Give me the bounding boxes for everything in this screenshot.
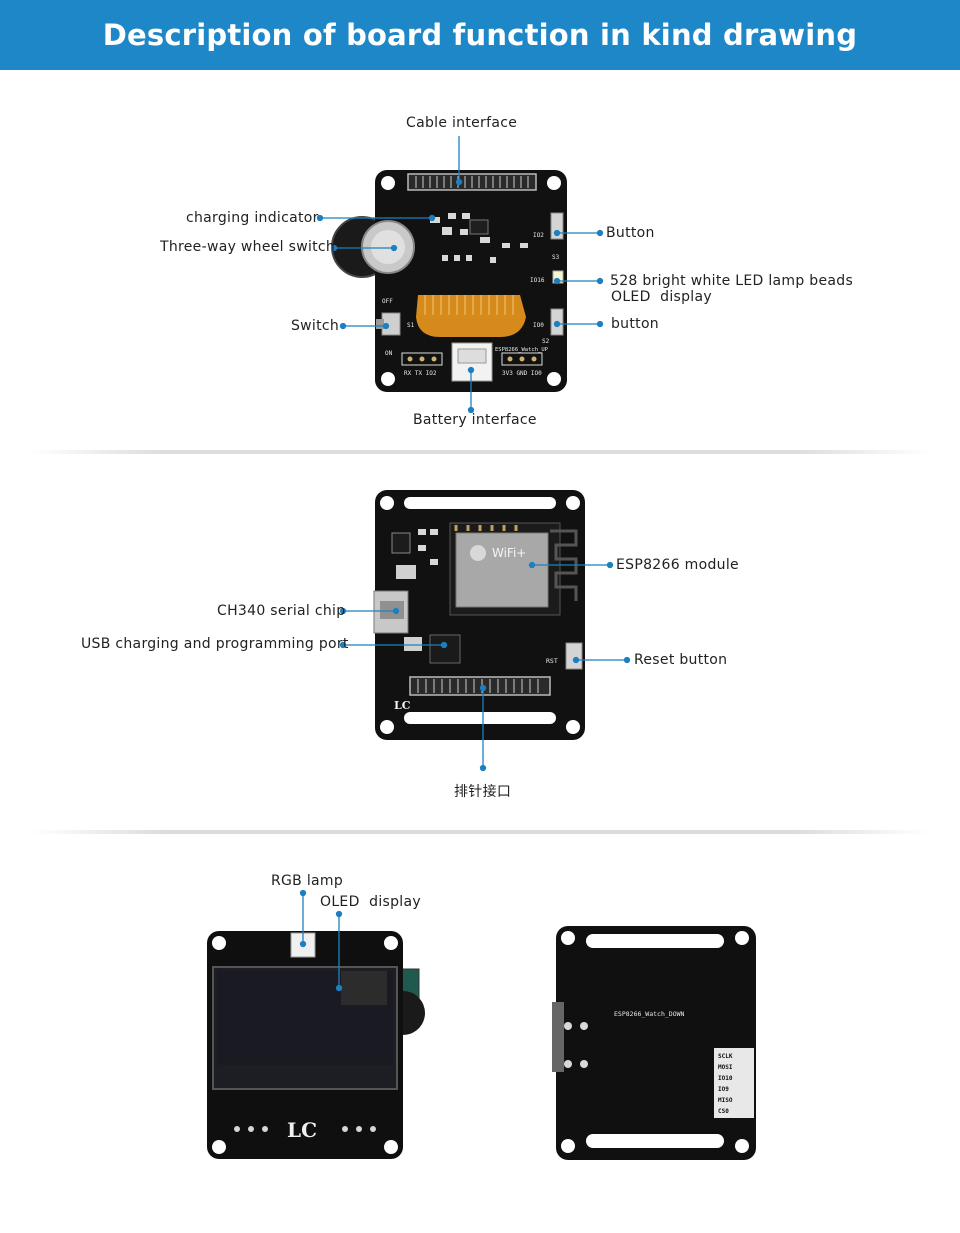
label-usb-port: USB charging and programming port [81, 636, 349, 652]
section-divider-1 [30, 450, 930, 454]
silk-board-name: ESP8266_Watch_UP [495, 347, 549, 353]
silk-down-board-name: ESP8266_Watch_DOWN [614, 1010, 685, 1018]
label-pin-header: 排针接口 [454, 784, 512, 800]
label-rgb-lamp: RGB lamp [271, 873, 344, 889]
silk-s2: S2 [542, 338, 550, 345]
silk-s1: S1 [407, 322, 415, 329]
silk-on: ON [385, 350, 393, 357]
watch-logo-lc: LC [287, 1118, 317, 1142]
label-reset-button: Reset button [634, 652, 728, 668]
label-led-lamp-beads: 528 bright white LED lamp beads [610, 273, 854, 289]
label-cable-interface: Cable interface [406, 115, 518, 131]
label-charging-indicator: charging indicator [186, 210, 319, 226]
silk-io0: IO0 [533, 322, 544, 329]
label-button-upper: Button [606, 225, 655, 241]
silk-s3: S3 [552, 254, 560, 261]
label-oled-display-bottom: OLED display [320, 894, 421, 910]
up-board-image: IO2 S3 IO16 IO0 S2 OFF ON S1 ESP8266_Wat… [331, 170, 567, 392]
silk-io16: IO16 [530, 277, 545, 284]
silk-pin-io10: IO10 [718, 1075, 733, 1082]
down-board-image: WiFi+ RST LC [373, 490, 585, 740]
label-esp8266-module: ESP8266 module [616, 557, 739, 573]
label-oled-display-top: OLED display [611, 289, 712, 305]
silk-rst: RST [546, 657, 558, 665]
silk-p2-pins: RX TX IO2 [404, 370, 437, 377]
silk-pin-cs0: CS0 [718, 1108, 729, 1115]
silk-wifi: WiFi+ [492, 546, 526, 560]
section-divider-2 [30, 830, 930, 834]
silk-logo-lc: LC [394, 699, 411, 712]
silk-pin-io9: IO9 [718, 1086, 729, 1093]
header-banner: Description of board function in kind dr… [0, 0, 960, 70]
label-switch: Switch [291, 318, 340, 334]
label-ch340-chip: CH340 serial chip [217, 603, 346, 619]
watch-back-image: ESP8266_Watch_DOWN SCLK MOSI IO10 IO9 MI… [552, 926, 756, 1160]
label-battery-interface: Battery interface [413, 412, 537, 428]
page-title: Description of board function in kind dr… [102, 18, 858, 52]
silk-pin-sclk: SCLK [718, 1053, 733, 1060]
silk-io2: IO2 [533, 232, 544, 239]
label-three-way-wheel-switch: Three-way wheel switch [160, 239, 336, 255]
silk-pin-miso: MISO [718, 1097, 733, 1104]
watch-front-image: LC [207, 931, 425, 1159]
label-button-lower: button [611, 316, 659, 332]
silk-pin-mosi: MOSI [718, 1064, 733, 1071]
silk-off: OFF [382, 298, 393, 305]
silk-p1-pins: 3V3 GND IO0 [502, 370, 542, 377]
